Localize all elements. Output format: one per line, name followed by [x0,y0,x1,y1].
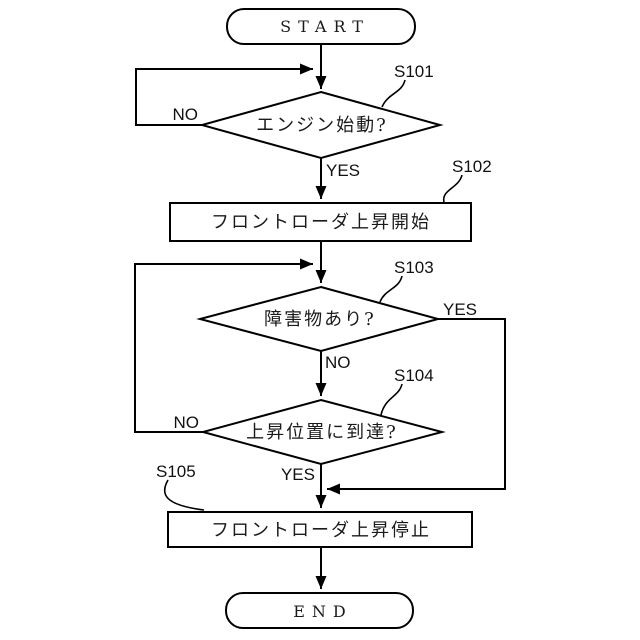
reference-leaders [163,79,463,511]
edge-s104-no-loop [134,258,313,433]
leader-s104 [380,383,403,416]
leader-s105 [163,479,205,511]
s101-tag: S101 [394,62,434,81]
node-end: END [225,592,414,629]
s104-no-label: NO [174,413,200,432]
s104-diamond-shape [199,398,446,466]
s103-question: 障害物あり? [264,309,376,330]
s101-question: エンジン始動? [256,115,388,136]
leader-s101 [381,79,406,108]
node-s104-decision: 上昇位置に到達? [199,398,446,466]
connectors [134,44,506,589]
s101-yes-label: YES [326,161,360,180]
s104-tag: S104 [394,366,434,385]
s104-question: 上昇位置に到達? [246,422,398,443]
edge-s101-no-loop [135,63,313,126]
s102-rect-shape [169,202,472,242]
start-terminal-shape [226,8,416,45]
end-label: END [293,602,353,621]
s103-tag: S103 [394,258,434,277]
leader-s102 [442,174,463,203]
s105-label: フロントローダ上昇停止 [211,520,431,541]
s102-tag: S102 [452,157,492,176]
s103-diamond-shape [196,285,442,353]
edge-s103-yes-loop [327,318,506,495]
node-start: START [226,8,416,45]
end-terminal-shape [225,592,414,629]
node-s102-process: フロントローダ上昇開始 [169,202,472,242]
step-tags: S101 S102 S103 S104 S105 [156,62,492,481]
node-s105-process: フロントローダ上昇停止 [167,511,473,548]
s103-no-label: NO [325,353,351,372]
s101-diamond-shape [198,90,444,160]
node-s103-decision: 障害物あり? [196,285,442,353]
s105-rect-shape [167,511,473,548]
s102-label: フロントローダ上昇開始 [211,212,431,233]
leader-s103 [379,275,403,303]
node-s101-decision: エンジン始動? [198,90,444,160]
branch-labels: NO YES YES NO NO YES [173,105,478,484]
s103-yes-label: YES [443,300,477,319]
s105-tag: S105 [156,462,196,481]
start-label: START [280,17,370,36]
s101-no-label: NO [173,105,199,124]
s104-yes-label: YES [281,465,315,484]
